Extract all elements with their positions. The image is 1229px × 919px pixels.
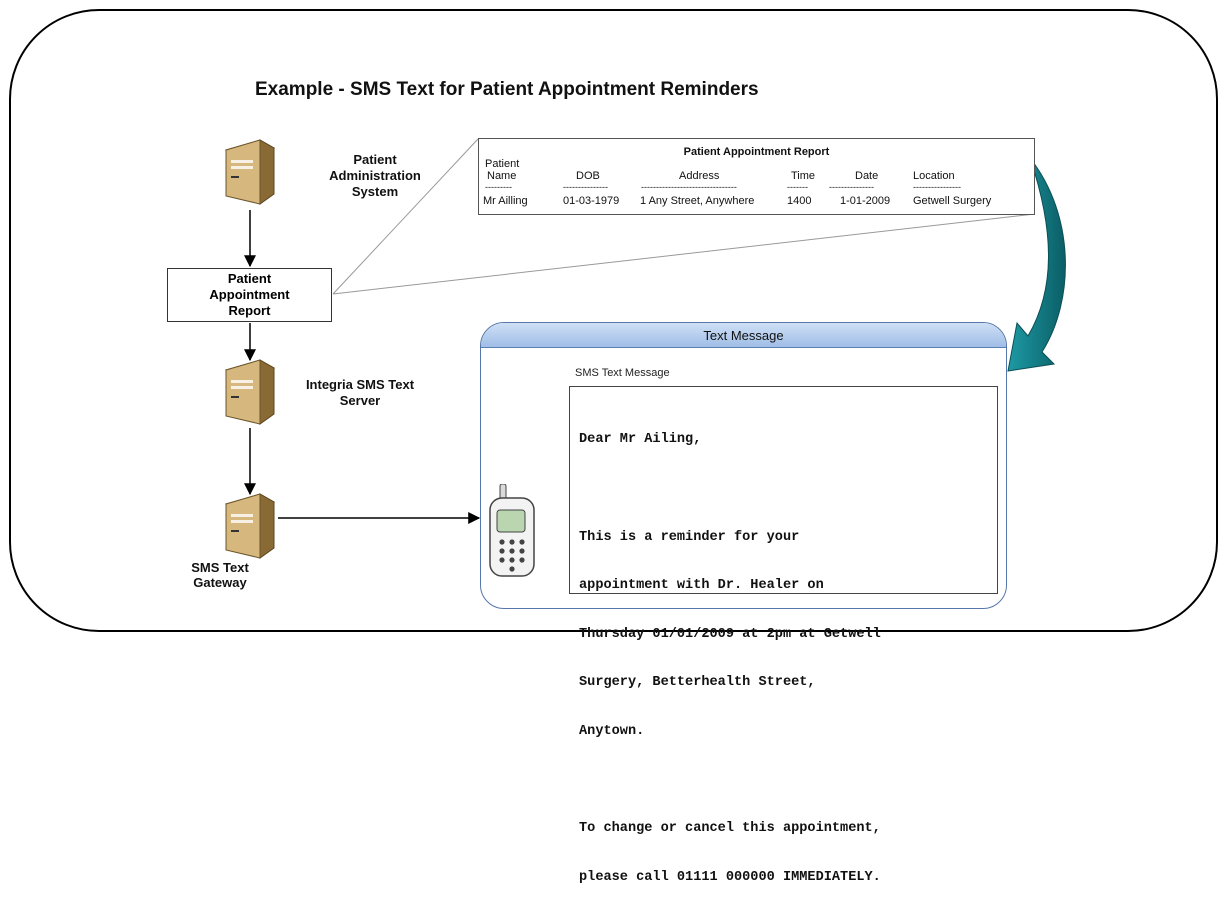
- diagram-title: Example - SMS Text for Patient Appointme…: [255, 79, 759, 100]
- report-cell-date: 1-01-2009: [840, 195, 891, 207]
- server-icon: [224, 139, 276, 205]
- report-separator: ---------: [485, 182, 512, 192]
- report-cell-location: Getwell Surgery: [913, 195, 992, 207]
- report-cell-time: 1400: [787, 195, 812, 207]
- report-separator: --------------------------------: [641, 182, 737, 192]
- report-header-patient: Patient: [485, 158, 520, 170]
- connectors: [244, 138, 1066, 524]
- server-icon: [224, 359, 276, 425]
- diagram: Example - SMS Text for Patient Appointme…: [9, 9, 1218, 885]
- report-separator: ---------------: [563, 182, 608, 192]
- text-message-title: Text Message: [481, 323, 1006, 348]
- report-header-address: Address: [679, 170, 720, 182]
- report-header-name: Name: [487, 170, 517, 182]
- sms-body: Dear Mr Ailing, This is a reminder for y…: [579, 432, 881, 885]
- mobile-phone-icon: [489, 484, 535, 577]
- report-header-location: Location: [913, 170, 955, 182]
- report-separator: ---------------: [829, 182, 874, 192]
- patient-appointment-report: Patient Appointment Report Patient Name …: [478, 138, 1035, 215]
- report-header-dob: DOB: [576, 170, 600, 182]
- report-title: Patient Appointment Report: [683, 146, 830, 158]
- sms-message-box: Dear Mr Ailing, This is a reminder for y…: [569, 386, 998, 885]
- server-icon: [224, 493, 276, 559]
- report-header-time: Time: [791, 170, 816, 182]
- curved-arrow-icon: [1007, 157, 1066, 372]
- report-cell-name: Mr Ailling: [483, 195, 528, 207]
- rounded-frame: [9, 9, 1218, 632]
- sms-caption: SMS Text Message: [575, 367, 670, 379]
- report-cell-address: 1 Any Street, Anywhere: [640, 195, 755, 207]
- report-cell-dob: 01-03-1979: [563, 195, 620, 207]
- report-separator: ----------------: [913, 182, 961, 192]
- leader-line-top: [332, 138, 479, 295]
- leader-line-bottom: [332, 213, 1036, 295]
- report-header-date: Date: [855, 170, 879, 182]
- report-separator: -------: [787, 182, 808, 192]
